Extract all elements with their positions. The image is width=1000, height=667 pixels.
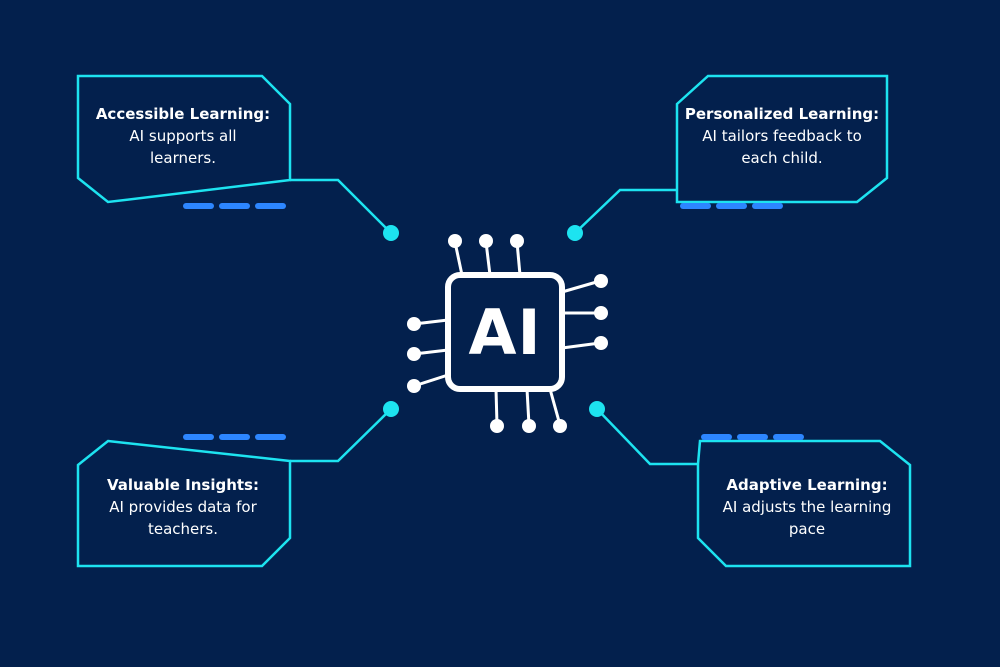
card-insights-desc: AI provides data for teachers. [109, 498, 257, 538]
card-adaptive-desc: AI adjusts the learning pace [722, 498, 892, 538]
ai-chip-icon [407, 234, 608, 433]
connector-dot-top-right [567, 225, 583, 241]
card-personalized-title: Personalized Learning: [684, 105, 880, 123]
connector-dot-bottom-left [383, 401, 399, 417]
connector-dot-top-left [383, 225, 399, 241]
card-accessible-text: Accessible Learning: AI supports all lea… [73, 103, 293, 169]
card-accessible-desc: AI supports all learners. [129, 127, 237, 167]
card-personalized-text: Personalized Learning: AI tailors feedba… [672, 103, 892, 169]
card-personalized-frame [574, 74, 889, 234]
connector-dot-bottom-right [589, 401, 605, 417]
card-adaptive-text: Adaptive Learning: AI adjusts the learni… [697, 474, 917, 540]
card-adaptive-title: Adaptive Learning: [726, 476, 888, 494]
card-adaptive-frame [596, 408, 912, 568]
card-accessible-frame [76, 74, 392, 234]
ai-chip-label: AI [468, 295, 542, 369]
card-insights-frame [76, 408, 392, 568]
card-insights-text: Valuable Insights: AI provides data for … [73, 474, 293, 540]
card-insights-title: Valuable Insights: [107, 476, 259, 494]
card-personalized-desc: AI tailors feedback to each child. [702, 127, 862, 167]
card-accessible-title: Accessible Learning: [95, 105, 271, 123]
